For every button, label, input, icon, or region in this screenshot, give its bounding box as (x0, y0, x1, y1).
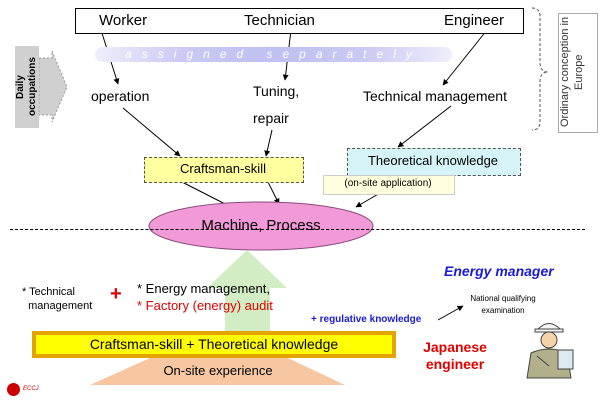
craftsman-skill-box (144, 157, 304, 183)
technical-management-note: * Technical management (22, 286, 93, 312)
machine-ellipse (148, 201, 374, 251)
craftsman-skill-label: Craftsman-skill (180, 161, 266, 176)
energy-manager-title: Energy manager (444, 263, 554, 279)
assigned-separately-text: assigned separately (125, 47, 422, 61)
role-worker-label: Worker (99, 12, 148, 29)
arrow-engineer-technical (442, 29, 488, 86)
europe-note-label: Ordinary conception in Europe (559, 16, 585, 128)
arrow-repair-craft (264, 129, 273, 157)
regulative-knowledge-label: + regulative knowledge (311, 314, 422, 325)
arrow-regulative-manager (437, 305, 464, 321)
roles-box (75, 8, 524, 34)
europe-bracket (531, 7, 549, 131)
theoretical-knowledge-label: Theoretical knowledge (367, 153, 499, 168)
factory-audit-label: * Factory (energy) audit (137, 298, 273, 313)
combined-skill-box (32, 331, 396, 358)
engineer-figure (526, 323, 574, 379)
task-repair-label: repair (253, 110, 289, 126)
theoretical-knowledge-box (347, 148, 521, 176)
machine-process-label: Machine, Process (201, 217, 321, 234)
eccj-logo-text: ECCJ (23, 386, 39, 392)
plus-sign: + (110, 283, 122, 305)
task-technical-management-label: Technical management (363, 88, 507, 104)
europe-note-box (558, 13, 598, 133)
national-qualifying-label: National qualifying examination (470, 294, 536, 315)
role-technician-label: Technician (244, 12, 315, 29)
energy-management-label: * Energy management, (137, 281, 270, 296)
role-engineer-label: Engineer (444, 12, 505, 29)
combined-skill-label: Craftsman-skill + Theoretical knowledge (89, 336, 339, 352)
japanese-engineer-label: Japanese engineer (423, 339, 487, 372)
onsite-trapezoid (90, 358, 345, 385)
assigned-band (95, 47, 452, 62)
task-operation-label: operation (91, 88, 150, 104)
onsite-application-box (323, 175, 455, 195)
green-up-arrow (207, 250, 287, 331)
daily-arrow (38, 50, 68, 123)
daily-occupations-label: Daily occupations (15, 57, 38, 117)
arrow-craft-machine-right (267, 181, 280, 205)
task-tuning-label: Tuning, (253, 83, 300, 99)
onsite-application-label: (on-site application) (344, 178, 432, 189)
onsite-experience-label: On-site experience (163, 363, 273, 378)
arrow-technical-theory (397, 105, 452, 148)
arrow-operation-craft (122, 107, 181, 157)
arrow-onsite-machine (355, 192, 381, 208)
eccj-logo-icon (7, 383, 20, 396)
section-divider (10, 229, 585, 230)
daily-occupations-tag (15, 46, 39, 128)
